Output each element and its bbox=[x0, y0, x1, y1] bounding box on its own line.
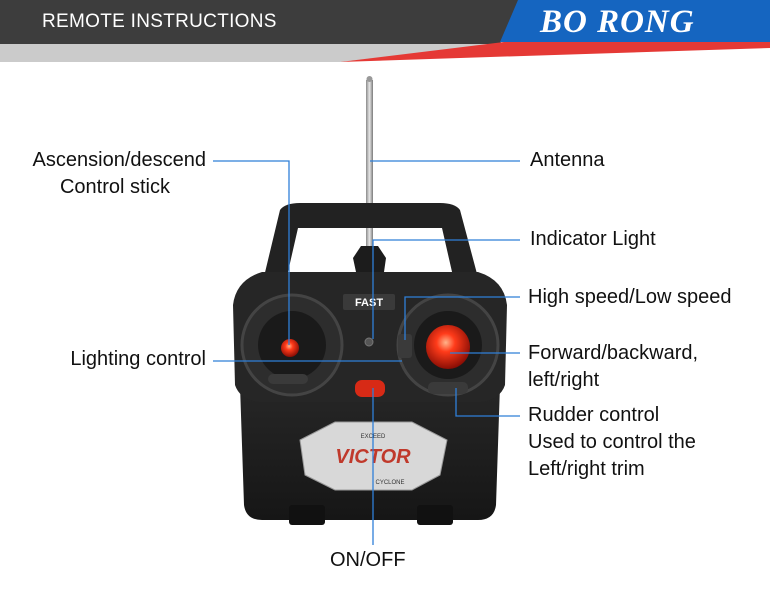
label-rudder-line2: Used to control the bbox=[528, 431, 696, 453]
leader-indicator bbox=[372, 239, 520, 339]
header-banner: REMOTE INSTRUCTIONS BO RONG bbox=[0, 0, 770, 62]
fast-plate bbox=[343, 294, 395, 310]
badge-cyclone: CYCLONE bbox=[375, 480, 404, 486]
left-foot bbox=[289, 505, 325, 525]
label-rudder-line3: Left/right trim bbox=[528, 458, 645, 480]
right-foot bbox=[417, 505, 453, 525]
label-ascension: Ascension/descend Control stick bbox=[6, 147, 206, 201]
speed-switch[interactable] bbox=[398, 334, 412, 358]
fast-label: FAST bbox=[355, 297, 383, 309]
label-forward-line1: Forward/backward, bbox=[528, 342, 699, 364]
antenna bbox=[366, 80, 373, 260]
power-switch[interactable] bbox=[355, 380, 385, 397]
leader-rudder bbox=[455, 388, 520, 417]
carry-handle bbox=[262, 203, 480, 285]
label-antenna: Antenna bbox=[530, 149, 605, 171]
label-forward-line2: left/right bbox=[528, 369, 600, 391]
label-indicator: Indicator Light bbox=[530, 228, 656, 250]
header-background bbox=[0, 0, 770, 62]
leader-ascension bbox=[213, 160, 290, 345]
label-forward: Forward/backward, left/right bbox=[528, 340, 698, 394]
leader-speed bbox=[404, 296, 520, 340]
label-rudder-line1: Rudder control bbox=[528, 404, 660, 426]
ascension-stick[interactable] bbox=[281, 339, 299, 357]
header-title: REMOTE INSTRUCTIONS bbox=[42, 11, 277, 32]
label-rudder: Rudder control Used to control the Left/… bbox=[528, 402, 696, 483]
label-lighting: Lighting control bbox=[70, 348, 206, 370]
antenna-base bbox=[353, 246, 386, 272]
lighting-button[interactable] bbox=[268, 374, 308, 384]
direction-stick[interactable] bbox=[426, 325, 470, 369]
antenna-tip bbox=[366, 76, 373, 82]
label-ascension-line2: Control stick bbox=[59, 176, 170, 198]
rudder-trim[interactable] bbox=[428, 382, 468, 394]
label-onoff: ON/OFF bbox=[330, 549, 406, 571]
label-ascension-line1: Ascension/descend bbox=[32, 149, 206, 171]
label-speed: High speed/Low speed bbox=[528, 286, 732, 308]
indicator-light bbox=[364, 337, 374, 347]
brand-logo: BO RONG bbox=[540, 4, 695, 40]
